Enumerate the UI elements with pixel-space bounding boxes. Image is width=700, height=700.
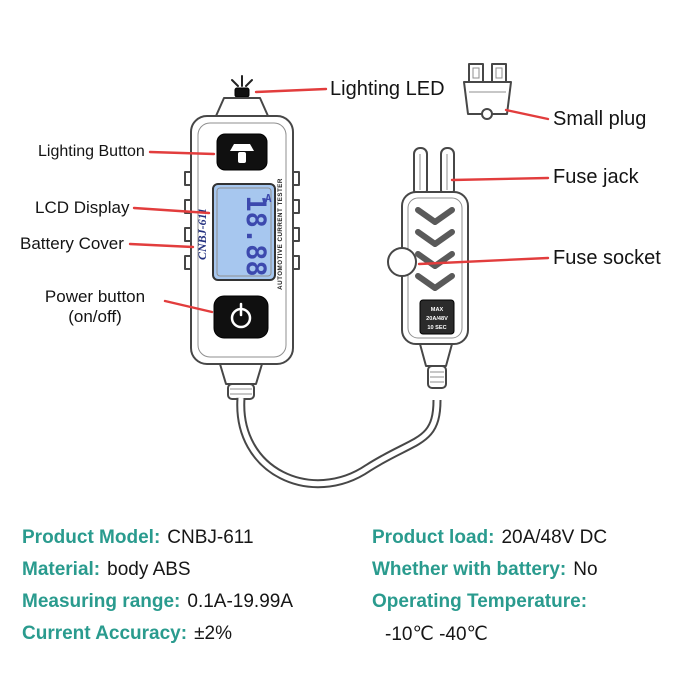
label-power-button-line2: (on/off) (68, 307, 122, 326)
spec-product-load: Product load: 20A/48V DC (372, 527, 607, 549)
spec-current-accuracy: Current Accuracy: ±2% (22, 623, 232, 645)
line-lcd-display (132, 206, 211, 215)
spec-value: 20A/48V DC (501, 527, 608, 548)
spec-label: Whether with battery: (372, 559, 567, 580)
spec-label: Product load: (372, 527, 495, 548)
tester-device: 18.88 A CNBJ-611 AUTOMOTIVE CURRENT TEST… (184, 75, 300, 400)
annotation-lines (128, 87, 550, 314)
label-fuse-socket: Fuse socket (553, 247, 661, 269)
label-lcd-display: LCD Display (35, 198, 130, 217)
socket-warning-3: 10 SEC (427, 325, 446, 331)
line-power-button (163, 299, 214, 314)
label-battery-cover: Battery Cover (20, 234, 124, 253)
tester-strain-relief (227, 383, 255, 400)
socket-tail (419, 343, 453, 367)
fuse-socket-unit: MAX 20A/48V 10 SEC (387, 147, 469, 389)
spec-value: body ABS (107, 559, 191, 580)
small-plug-part (463, 63, 512, 120)
spec-battery: Whether with battery: No (372, 559, 598, 581)
flashlight-icon (230, 144, 254, 151)
panel-text: AUTOMOTIVE CURRENT TESTER (277, 178, 284, 290)
spec-label: Material: (22, 559, 101, 580)
power-icon (230, 302, 252, 329)
line-fuse-socket (417, 256, 550, 266)
lighting-button (216, 133, 268, 171)
led-nub (234, 87, 250, 98)
spec-operating-temperature-value: -10℃ -40℃ (385, 623, 488, 646)
spec-measuring-range: Measuring range: 0.1A-19.99A (22, 591, 293, 613)
label-lighting-button: Lighting Button (38, 143, 145, 160)
spec-value: No (573, 559, 598, 580)
spec-label: Measuring range: (22, 591, 181, 612)
spec-value: CNBJ-611 (167, 527, 254, 548)
spec-operating-temperature: Operating Temperature: (372, 591, 594, 613)
socket-warning-2: 20A/48V (426, 316, 448, 322)
spec-material: Material: body ABS (22, 559, 191, 581)
socket-chevrons (415, 207, 455, 291)
label-power-button: Power button (on/off) (28, 287, 162, 327)
line-small-plug (504, 108, 550, 121)
label-lighting-led: Lighting LED (330, 78, 445, 100)
socket-notch (387, 247, 417, 277)
cable (236, 397, 442, 489)
spec-value: -10℃ -40℃ (385, 624, 488, 645)
spec-value: ±2% (194, 623, 232, 644)
led-sparkle-icon (231, 75, 253, 87)
lcd-unit: A (265, 192, 272, 205)
label-small-plug: Small plug (553, 108, 647, 130)
socket-warning-label: MAX 20A/48V 10 SEC (419, 299, 455, 335)
spec-label: Current Accuracy: (22, 623, 188, 644)
label-power-button-line1: Power button (44, 287, 146, 306)
power-button (213, 295, 269, 339)
fuse-jack-prongs (413, 147, 455, 197)
line-lighting-button (148, 150, 216, 156)
line-battery-cover (128, 242, 195, 249)
socket-warning-1: MAX (431, 307, 444, 313)
tester-top (215, 97, 269, 117)
spec-label: Operating Temperature: (372, 591, 588, 612)
spec-label: Product Model: (22, 527, 161, 548)
line-fuse-jack (450, 176, 550, 182)
line-lighting-led (254, 87, 328, 94)
tester-bottom (219, 363, 263, 385)
spec-product-model: Product Model: CNBJ-611 (22, 527, 254, 549)
spec-value: 0.1A-19.99A (187, 591, 294, 612)
lcd-display: 18.88 A (212, 183, 276, 281)
lcd-value: 18.88 (240, 195, 271, 276)
socket-strain-relief (427, 365, 447, 389)
label-fuse-jack: Fuse jack (553, 166, 639, 188)
brand-text: CNBJ-611 (195, 208, 209, 260)
